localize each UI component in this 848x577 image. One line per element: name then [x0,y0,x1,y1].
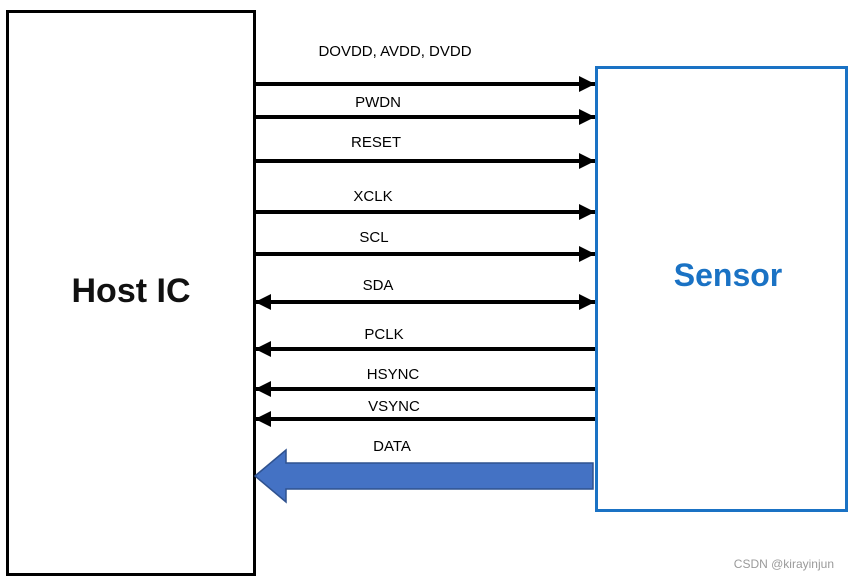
signal-label-reset: RESET [350,134,402,151]
host-ic-label: Host IC [71,272,191,310]
signal-label-data: DATA [373,438,411,455]
signal-label-power: DOVDD, AVDD, DVDD [318,43,472,60]
sensor-block [595,66,848,512]
signal-label-pclk: PCLK [364,326,404,343]
signal-label-hsync: HSYNC [366,366,420,383]
signal-label-sda: SDA [362,277,394,294]
watermark: CSDN @kirayinjun [733,557,834,571]
sensor-label: Sensor [673,257,783,293]
signal-arrow-data [253,448,594,504]
host-ic-block [6,10,256,576]
signal-label-pwdn: PWDN [355,94,401,111]
signal-label-scl: SCL [359,229,389,246]
signal-label-xclk: XCLK [353,188,393,205]
signal-label-vsync: VSYNC [368,398,420,415]
